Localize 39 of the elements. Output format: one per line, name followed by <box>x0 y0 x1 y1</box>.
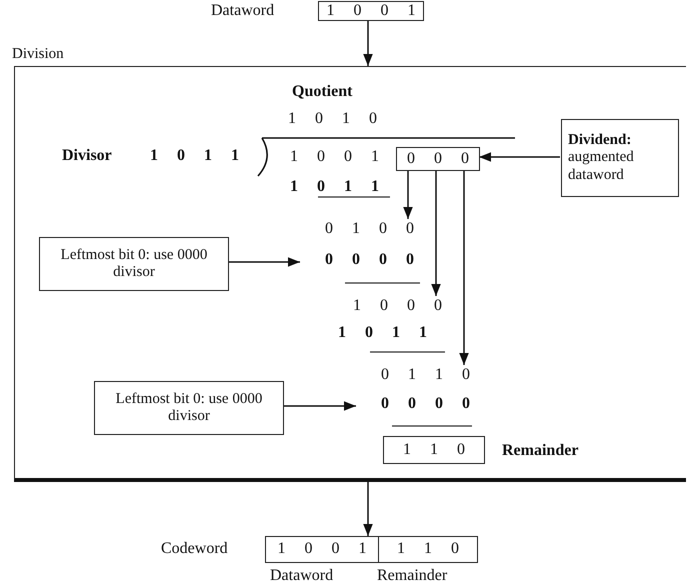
bit-string: 0 0 0 <box>407 150 469 168</box>
subtrahend-bits: 1 0 1 1 <box>338 324 427 342</box>
bit-string: 1 1 0 <box>397 540 459 559</box>
callout-text: augmented dataword <box>568 149 635 184</box>
bit-string: 0 0 0 0 <box>325 251 414 268</box>
bit-string: 1 0 0 1 <box>326 2 416 20</box>
callout-text: Leftmost bit 0: use 0000 divisor <box>114 390 264 426</box>
side-caption: Dataword <box>211 2 274 20</box>
arrow <box>363 482 373 536</box>
bit-string: 0 1 0 0 <box>325 220 414 237</box>
arrow <box>228 257 300 267</box>
bit-string: 0 0 0 0 <box>381 395 470 412</box>
side-caption: Codeword <box>161 540 228 558</box>
callout-box <box>39 237 229 291</box>
side-caption: Remainder <box>377 567 448 586</box>
callout-text: Leftmost bit 0: use 0000 divisor <box>60 246 208 282</box>
callout-box <box>94 381 284 435</box>
arrow <box>283 401 356 411</box>
side-caption: Remainder <box>502 442 578 460</box>
divisor-bits: 1 0 1 1 <box>150 147 239 165</box>
arrow <box>431 170 441 296</box>
callout-text: Dividend: <box>568 132 632 150</box>
subtrahend-bits: 1 0 1 1 <box>290 178 379 196</box>
bit-string: 1 0 0 1 <box>278 540 366 559</box>
arrow <box>459 170 469 365</box>
panel-heading: Division <box>12 46 64 64</box>
arrow <box>479 152 560 162</box>
quotient-bits: 1 0 1 0 <box>288 110 377 128</box>
arrow <box>403 170 413 219</box>
side-caption: Dataword <box>270 567 334 586</box>
dividend-bits: 1 0 0 1 <box>290 148 379 166</box>
arrow <box>363 21 373 66</box>
bit-string: 1 1 0 <box>403 440 465 460</box>
bit-string: 1 0 0 0 <box>353 297 442 314</box>
callout-box <box>561 119 679 197</box>
bit-string: 0 1 1 0 <box>381 366 470 383</box>
quotient-heading: Quotient <box>292 83 352 101</box>
bit-box <box>396 147 480 171</box>
divisor-heading: Divisor <box>62 147 112 165</box>
